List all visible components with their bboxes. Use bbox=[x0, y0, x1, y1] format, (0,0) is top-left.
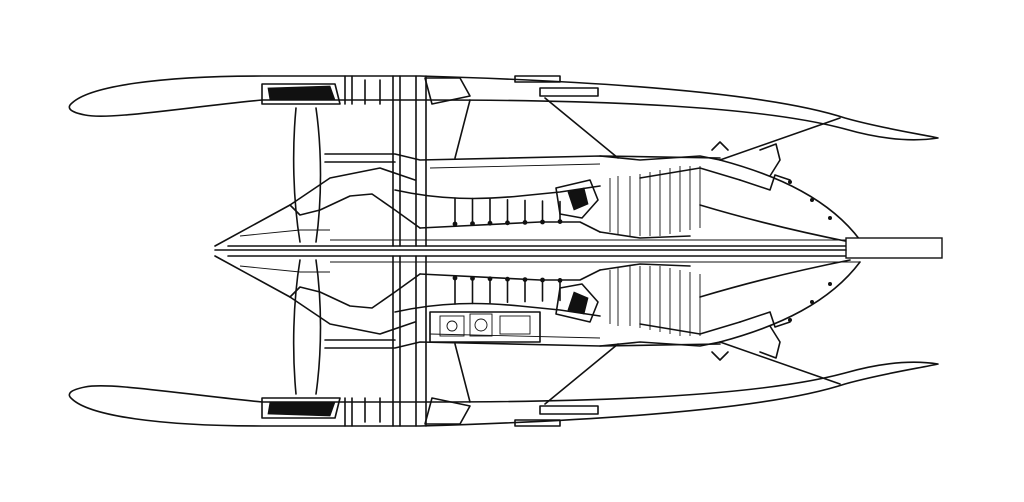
exhaust-nozzle bbox=[845, 237, 943, 259]
upper-half bbox=[68, 75, 939, 247]
blade-root bbox=[557, 219, 563, 225]
blade-root bbox=[470, 275, 475, 281]
blade-root bbox=[505, 220, 510, 226]
blade-root bbox=[522, 219, 528, 225]
blade-root bbox=[505, 276, 510, 282]
lower-half bbox=[68, 255, 939, 427]
compressor-blades bbox=[452, 197, 563, 305]
blade-root bbox=[522, 277, 528, 283]
blade-root bbox=[540, 219, 545, 225]
accessory-gearbox bbox=[429, 311, 541, 343]
blade-root bbox=[557, 277, 563, 283]
blade-root bbox=[487, 276, 493, 282]
blade-root bbox=[487, 220, 493, 226]
blade-root bbox=[540, 277, 545, 283]
blade-root bbox=[452, 221, 458, 227]
blade-root bbox=[470, 221, 475, 227]
blade-root bbox=[452, 275, 458, 281]
